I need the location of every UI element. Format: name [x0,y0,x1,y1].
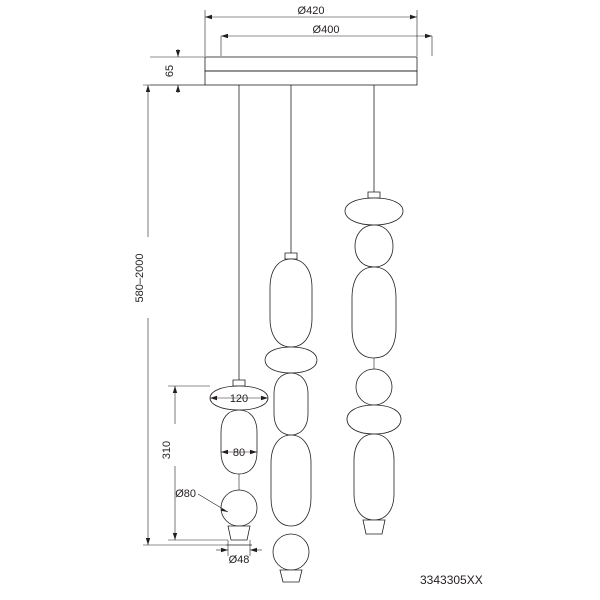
dimension-shade-small-width [221,449,257,455]
label-shade-small-width: 80 [233,447,245,459]
dimension-shade-group-height [168,385,228,541]
label-suspension-range: 580–2000 [134,254,146,303]
label-canopy-outer-diameter: Ø420 [298,5,325,17]
canopy-body [204,56,418,86]
dimension-cap-diameter [216,540,262,556]
label-canopy-height: 65 [164,65,176,77]
dimension-sphere-diameter [197,493,229,513]
dimension-lines-top [204,10,433,56]
shade-stack-right [344,191,404,535]
label-canopy-inner-diameter: Ø400 [313,24,340,36]
label-cap-diameter: Ø48 [229,554,250,566]
dimension-shade-large-width [210,395,268,401]
label-part-number: 3343305XX [420,573,483,587]
dimension-suspension-range [143,84,226,546]
label-shade-large-width: 120 [230,393,248,405]
dimension-canopy-height [150,49,205,93]
shade-stack-middle [264,252,318,583]
label-shade-group-height: 310 [161,441,173,459]
label-sphere-diameter: Ø80 [175,488,196,500]
